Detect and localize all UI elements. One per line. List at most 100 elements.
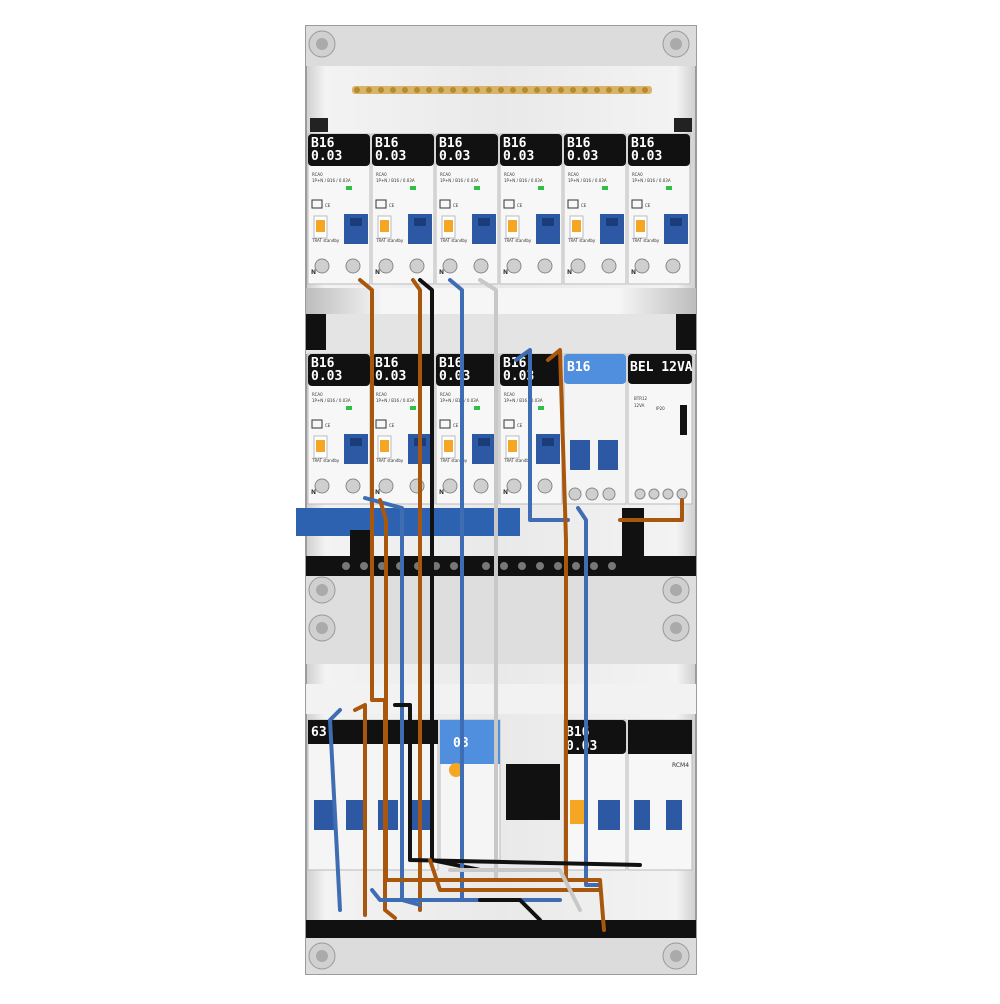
neutral-bar [296, 508, 520, 536]
wire-grey [448, 868, 582, 912]
earth-screw [608, 562, 616, 570]
rcbo-sensitivity: 0.03 [439, 369, 470, 384]
terminal-screw [473, 478, 489, 494]
wire-blue [328, 708, 342, 912]
wire-blue [576, 506, 602, 887]
terminal-screw [473, 258, 489, 274]
cert-mark-icon [375, 419, 387, 429]
earth-screw [590, 562, 598, 570]
busbar-pin [426, 87, 432, 93]
cert-mark-icon [567, 199, 579, 209]
rcbo-head [500, 134, 562, 166]
toggle-grip [414, 218, 426, 226]
busbar-pin [606, 87, 612, 93]
test-led [666, 186, 672, 190]
rcbo-row3-sens: 0.03 [566, 739, 597, 754]
neutral-marker: N [631, 269, 636, 276]
rcbo-head [308, 354, 370, 386]
toggle-grip [670, 218, 682, 226]
earth-screw [572, 562, 580, 570]
busbar-pin [642, 87, 648, 93]
cert-mark-icon [439, 419, 451, 429]
terminal-screw [314, 258, 330, 274]
rcbo-brand: TRAT standby [503, 458, 532, 463]
busbar-pin [570, 87, 576, 93]
rcbo-rating: B16 [631, 136, 655, 151]
test-led [538, 406, 544, 410]
cert-mark-icon [503, 419, 515, 429]
terminal-screw [634, 258, 650, 274]
spd-indicator [449, 763, 463, 777]
rcm4[interactable]: RCM4 [627, 719, 693, 871]
surge-protector[interactable]: 03 [439, 719, 501, 861]
busbar-pin [522, 87, 528, 93]
rcbo-sensitivity: 0.03 [311, 149, 342, 164]
main-switch[interactable]: 63 [307, 719, 439, 871]
earth-screw [554, 562, 562, 570]
terminal-screw [378, 478, 394, 494]
rcbo-sensitivity: 0.03 [567, 149, 598, 164]
busbar-pin [486, 87, 492, 93]
rcbo-brand: TRAT standby [631, 238, 660, 243]
wire-black [393, 703, 642, 867]
rcbo-spec: 1P+N / B16 / 0.03A [440, 178, 479, 183]
rcbo-model: RCA0 [440, 392, 451, 397]
ce-mark: CE [453, 423, 459, 428]
test-led [410, 406, 416, 410]
busbar-pin [462, 87, 468, 93]
earth-screw [360, 562, 368, 570]
busbar-pin [630, 87, 636, 93]
neutral-marker: N [311, 269, 316, 276]
screw-head [670, 950, 682, 962]
test-led [346, 186, 352, 190]
terminal-screw [378, 258, 394, 274]
black-bracket-right [622, 508, 644, 558]
rcbo-model: RCA0 [504, 392, 515, 397]
busbar-pin [534, 87, 540, 93]
terminal-screw [537, 478, 553, 494]
rcm4-label: RCM4 [672, 762, 689, 769]
wire-brown [618, 498, 684, 522]
rcbo-brand: TRAT standby [311, 458, 340, 463]
bell-transformer[interactable]: BEL 12VA BTR12 12VA IP20 [627, 353, 693, 505]
ce-mark: CE [389, 423, 395, 428]
top-cover [306, 26, 696, 66]
rcbo-brand: TRAT standby [439, 458, 468, 463]
rcbo-head [628, 134, 690, 166]
terminal-screw [506, 478, 522, 494]
bell-switch[interactable] [680, 405, 687, 435]
wire-black [418, 278, 482, 872]
rcbo-spec: 1P+N / B16 / 0.03A [312, 178, 351, 183]
rcbo-brand: TRAT standby [375, 458, 404, 463]
mcb-b16[interactable]: B16 [563, 353, 627, 505]
busbar-pin [366, 87, 372, 93]
bell-label: BEL 12VA [630, 360, 693, 375]
rcbo-rating: B16 [439, 136, 463, 151]
rcbo-row3[interactable]: B16 0.03 [563, 719, 627, 871]
ce-mark: CE [325, 203, 331, 208]
rcbo-sensitivity: 0.03 [503, 369, 534, 384]
rcbo-rating: B16 [311, 356, 335, 371]
wire-brown [428, 858, 602, 892]
busbar-pin [546, 87, 552, 93]
busbar-pin [414, 87, 420, 93]
wire-brown [546, 348, 568, 882]
main-switch-label: 63 [311, 725, 327, 740]
neutral-marker: N [311, 489, 316, 496]
terminal-screw [537, 258, 553, 274]
rcbo-head [436, 354, 498, 386]
din-rail-2-backing [306, 314, 696, 354]
rcbo-rating: B16 [439, 356, 463, 371]
busbar-pin [354, 87, 360, 93]
